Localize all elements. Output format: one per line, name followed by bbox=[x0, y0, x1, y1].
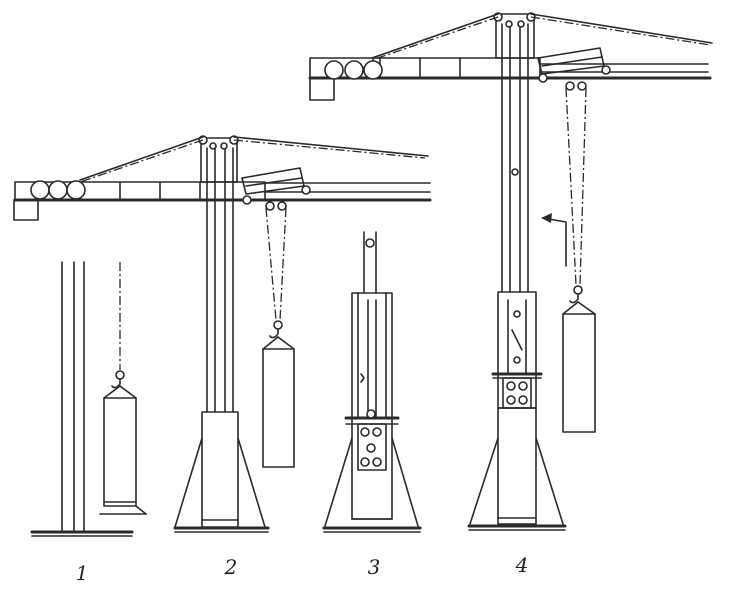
stage-4-hoist-block bbox=[565, 81, 587, 286]
stage-2-hook bbox=[269, 320, 283, 339]
stage-1-group bbox=[30, 261, 147, 537]
stage-4-load-section bbox=[562, 301, 596, 433]
stage-label-1: 1 bbox=[76, 561, 89, 585]
stage-1-hook bbox=[111, 370, 125, 389]
stage-2-hoist-block bbox=[265, 201, 287, 321]
stage-2-load-section bbox=[262, 336, 295, 468]
stage-2-trolley bbox=[241, 167, 311, 205]
stage-1-ground-base bbox=[30, 530, 134, 537]
stage-3-tower-base bbox=[322, 437, 422, 533]
stage-4-group bbox=[308, 12, 713, 531]
stage-2-tower-mast bbox=[206, 147, 234, 413]
stage-4-climbing-frame bbox=[491, 291, 543, 409]
stage-4-tower-head bbox=[493, 12, 536, 59]
stage-2-pendant-ropes bbox=[79, 136, 429, 183]
stage-2-counterweight bbox=[13, 180, 86, 221]
stage-3-group bbox=[322, 231, 422, 533]
stage-1-building-column bbox=[61, 261, 85, 533]
stage-label-3: 3 bbox=[368, 555, 381, 579]
stage-4-tower-base bbox=[467, 407, 567, 531]
stage-4-trolley bbox=[537, 47, 611, 83]
stage-4-insertion-arrow bbox=[541, 213, 567, 267]
stage-4-tower-mast bbox=[501, 23, 529, 293]
stage-1-load-section bbox=[99, 385, 147, 515]
stage-label-4: 4 bbox=[515, 553, 529, 577]
stage-2-tower-head bbox=[198, 135, 239, 183]
stage-2-group bbox=[13, 135, 432, 533]
stage-3-climbing-frame bbox=[344, 292, 400, 520]
stage-4-counterweight bbox=[309, 60, 383, 101]
stage-3-mast-section bbox=[363, 231, 377, 294]
stage-4-pendant-ropes bbox=[371, 13, 713, 61]
stage-4-hook bbox=[569, 285, 583, 304]
stage-label-2: 2 bbox=[224, 555, 238, 579]
stage-2-tower-base bbox=[173, 411, 270, 533]
